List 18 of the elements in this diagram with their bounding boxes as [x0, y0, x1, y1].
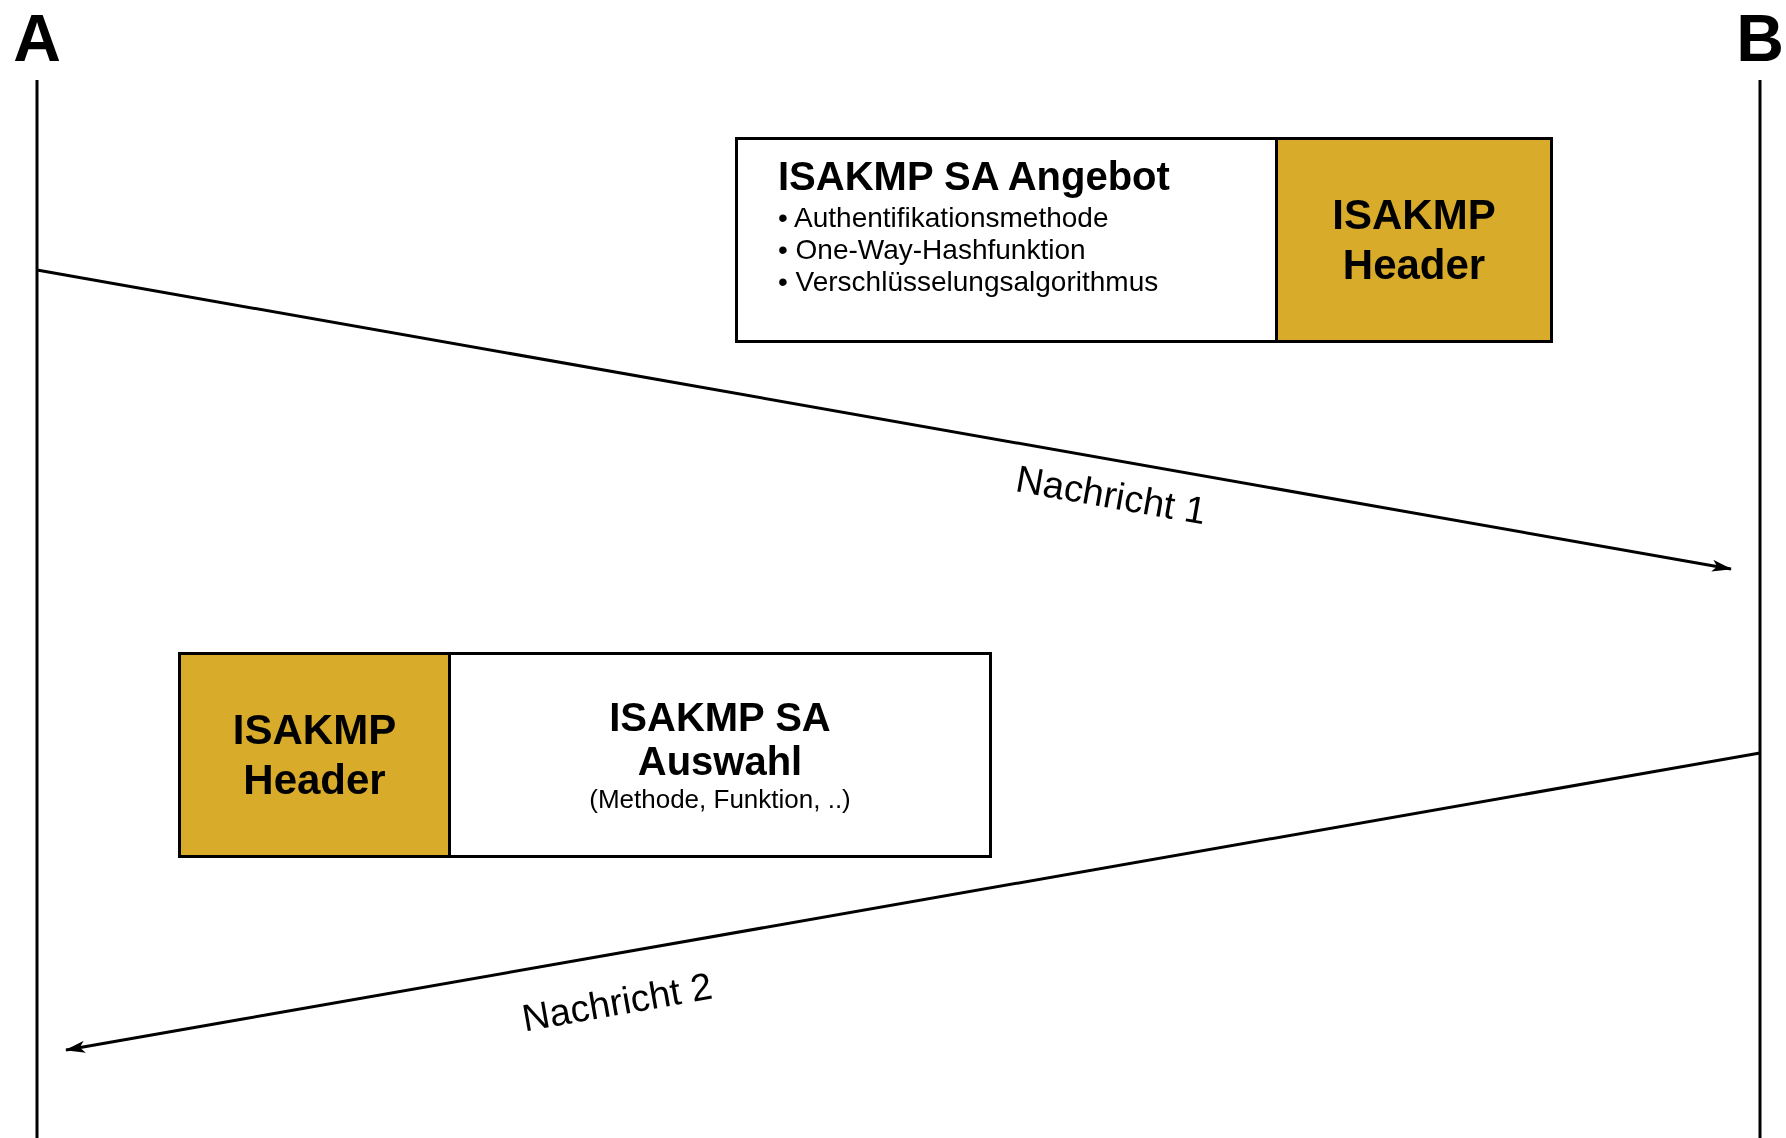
- edge-label: Nachricht 1: [1012, 457, 1210, 533]
- header-text: ISAKMP Header: [1331, 190, 1497, 290]
- participant-label: A: [12, 2, 62, 74]
- message-arrow: [65, 751, 1761, 1053]
- payload-title: ISAKMP SA Angebot: [778, 154, 1171, 198]
- header-box: [1278, 137, 1553, 343]
- payload-box: [451, 652, 992, 858]
- list-item: • Verschlüsselungsalgorithmus: [778, 266, 1160, 298]
- list-item: • Authentifikationsmethode: [778, 202, 1110, 234]
- payload-box: [735, 137, 1278, 343]
- message-arrow: [36, 268, 1732, 572]
- list-item: • One-Way-Hashfunktion: [778, 234, 1087, 266]
- edge-label: Nachricht 2: [518, 964, 716, 1040]
- header-box: [178, 652, 451, 858]
- participant-label: B: [1735, 2, 1785, 74]
- header-text: ISAKMP Header: [231, 705, 398, 805]
- payload-title: ISAKMP SA Auswahl: [608, 695, 832, 783]
- payload-note: (Methode, Funktion, ..): [589, 783, 851, 815]
